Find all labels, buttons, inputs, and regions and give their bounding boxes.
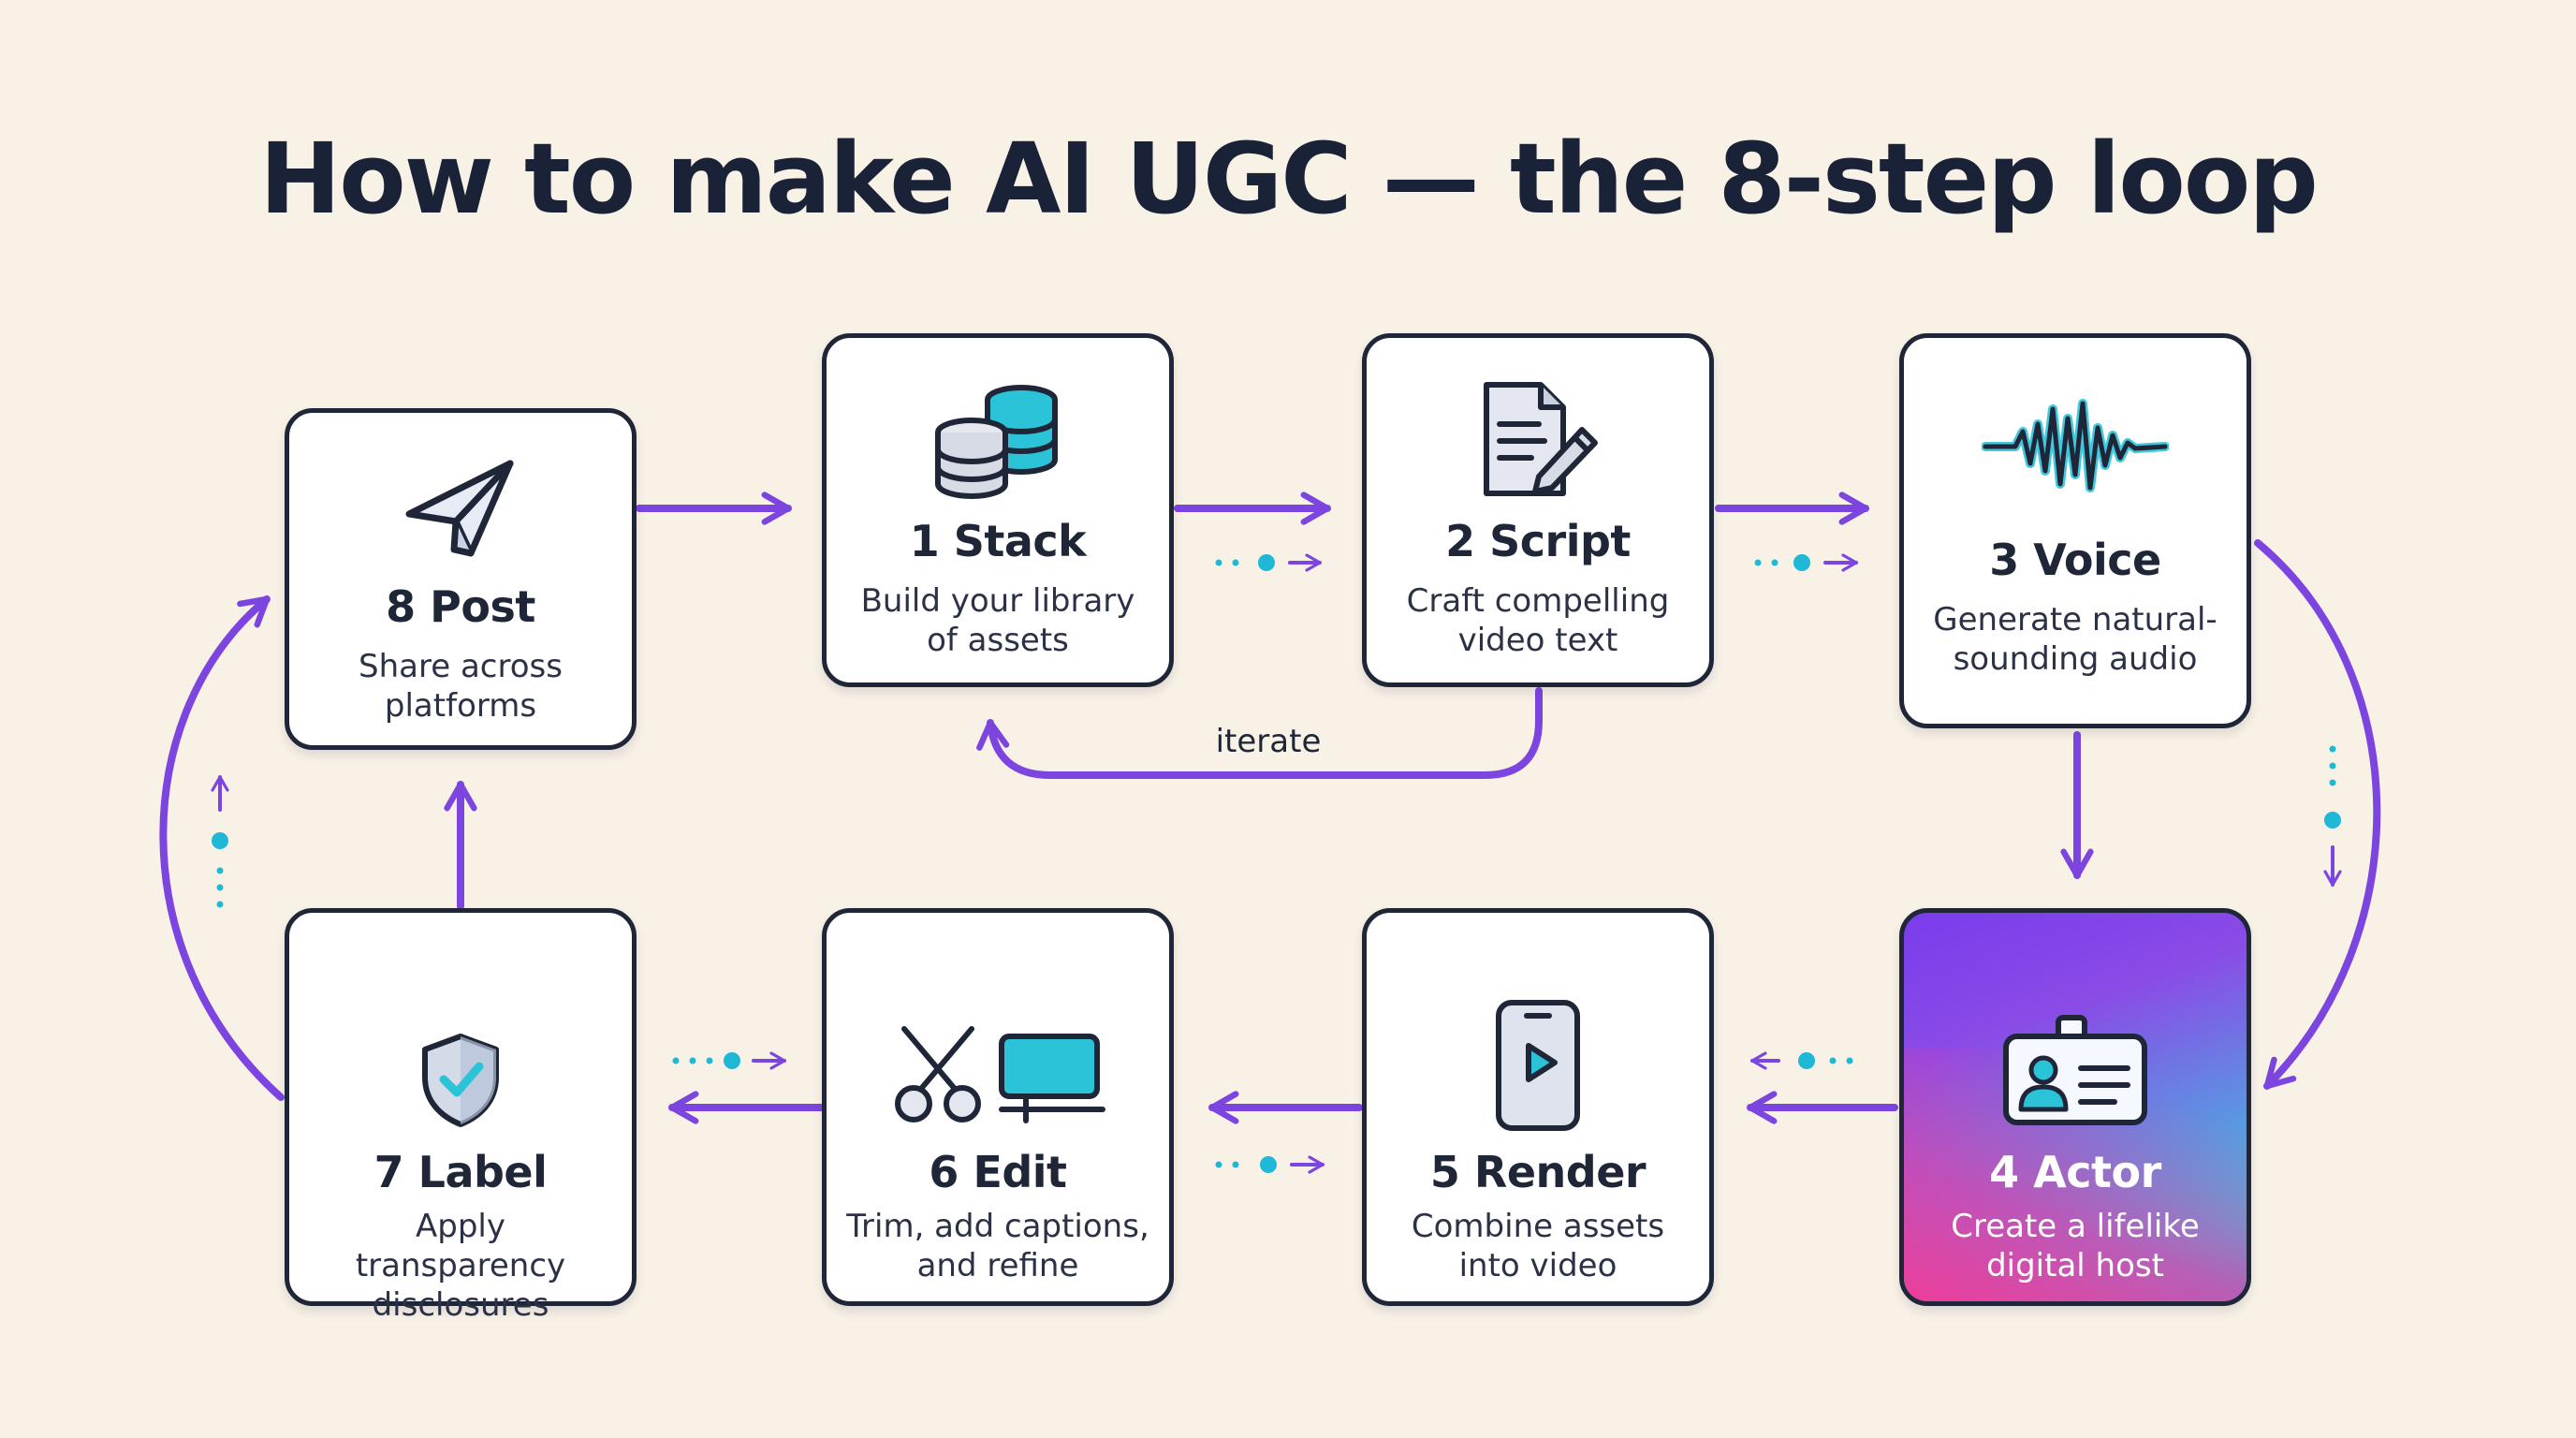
desc-line: Combine assets: [1411, 1208, 1665, 1245]
iterate-label: iterate: [1215, 723, 1322, 760]
desc-line: Create a lifelike: [1951, 1208, 2200, 1245]
desc-line: Generate natural-: [1933, 601, 2217, 638]
desc-line: Craft compelling: [1406, 582, 1670, 620]
step-card-render: 5 Render Combine assets into video: [1362, 908, 1714, 1306]
step-description: Craft compelling video text: [1385, 581, 1690, 660]
step-card-label: 7 Label Apply transparency disclosures: [285, 908, 637, 1324]
step-description: Create a lifelike digital host: [1923, 1207, 2228, 1285]
arrow-iterate-loop: [976, 687, 1543, 779]
desc-line: video text: [1457, 622, 1618, 659]
step-name: 4 Actor: [1989, 1147, 2161, 1197]
phone-play-icon: [1367, 997, 1709, 1134]
flow-dots: [211, 553, 2342, 1174]
step-card-voice: 3 Voice Generate natural- sounding audio: [1899, 333, 2251, 728]
database-coins-icon: [827, 381, 1169, 503]
scissors-timeline-icon: [827, 1023, 1169, 1126]
desc-line: Share across: [359, 648, 563, 685]
diagram-title: How to make AI UGC — the 8-step loop: [259, 122, 2319, 236]
desc-line: of assets: [927, 622, 1069, 659]
desc-line: sounding audio: [1953, 640, 2198, 678]
arrow-outer-left-arc: [159, 595, 285, 1101]
step-card-actor: 4 Actor Create a lifelike digital host: [1899, 908, 2251, 1306]
step-description: Generate natural- sounding audio: [1923, 600, 2228, 679]
step-description: Combine assets into video: [1385, 1207, 1690, 1285]
soundwave-icon: [1904, 390, 2247, 503]
desc-line: digital host: [1986, 1247, 2164, 1284]
shield-check-icon: [289, 1031, 632, 1128]
desc-line: Apply transparency: [355, 1208, 566, 1284]
desc-line: disclosures: [372, 1286, 549, 1324]
step-name: 1 Stack: [909, 516, 1087, 566]
step-card-stack: 1 Stack Build your library of assets: [822, 333, 1174, 687]
step-name: 6 Edit: [929, 1147, 1067, 1197]
desc-line: into video: [1458, 1247, 1617, 1284]
step-name: 8 Post: [386, 581, 535, 632]
step-card-script: 2 Script Craft compelling video text: [1362, 333, 1714, 687]
step-name: 5 Render: [1429, 1147, 1647, 1197]
id-badge-icon: [1904, 1014, 2247, 1126]
step-name: 2 Script: [1445, 516, 1631, 566]
step-description: Share across platforms: [308, 647, 613, 726]
step-description: Apply transparency disclosures: [308, 1207, 613, 1325]
step-name: 3 Voice: [1989, 535, 2161, 585]
desc-line: and refine: [916, 1247, 1079, 1284]
step-card-post: 8 Post Share across platforms: [285, 408, 637, 750]
desc-line: Build your library: [860, 582, 1135, 620]
arrow-outer-right-arc: [2254, 539, 2381, 1090]
step-description: Trim, add captions, and refine: [845, 1207, 1150, 1285]
step-description: Build your library of assets: [845, 581, 1150, 660]
step-name: 7 Label: [373, 1147, 548, 1197]
desc-line: platforms: [384, 687, 537, 725]
paper-plane-icon: [289, 456, 632, 568]
document-pencil-icon: [1367, 379, 1709, 501]
step-card-edit: 6 Edit Trim, add captions, and refine: [822, 908, 1174, 1306]
desc-line: Trim, add captions,: [846, 1208, 1149, 1245]
